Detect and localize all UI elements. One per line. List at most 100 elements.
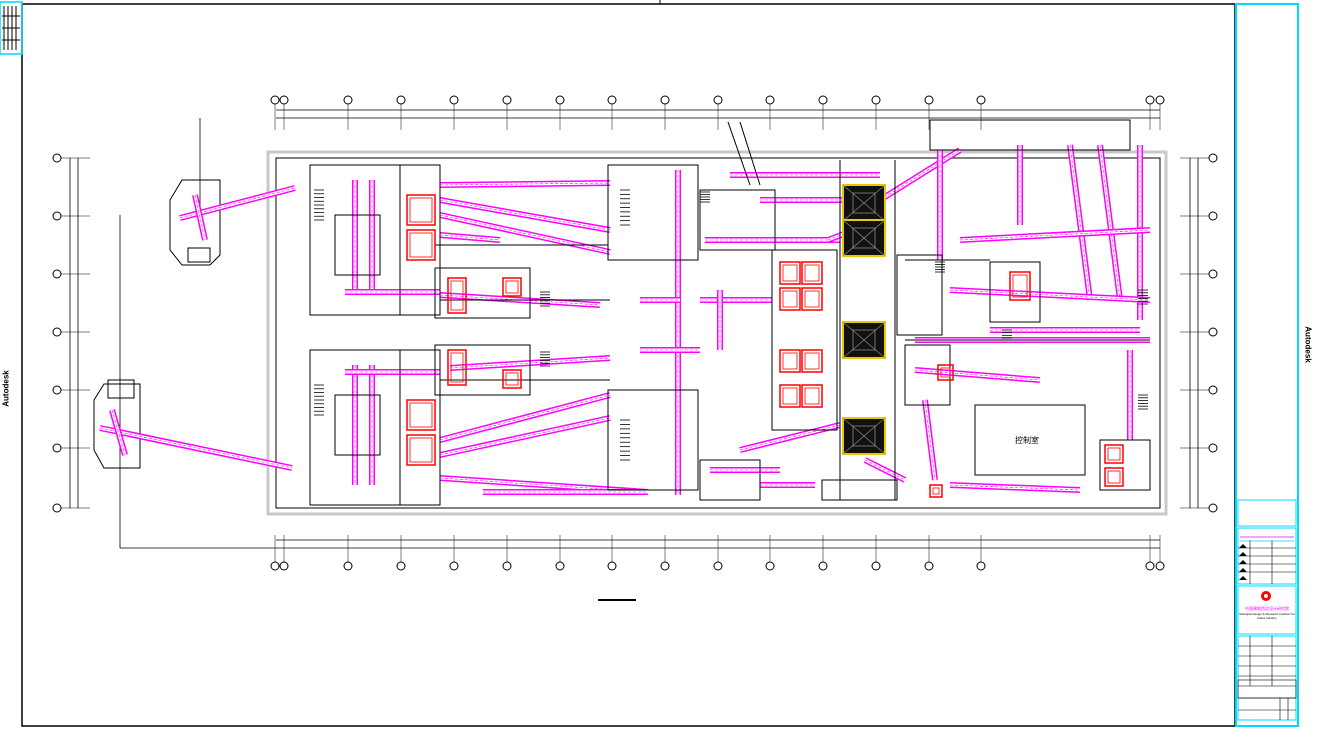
red-equipment (406, 194, 1124, 498)
duct-segment (439, 197, 611, 233)
red-equipment-unit (502, 277, 522, 297)
stair-flight (1138, 289, 1148, 305)
red-equipment-unit (1104, 467, 1124, 487)
axis-bubble-right (1208, 327, 1218, 337)
company-name-cn: 中国建筑西北设计研究院 (1245, 606, 1289, 611)
duct-segment (109, 409, 128, 456)
axis-bubble-top (924, 95, 934, 105)
axis-bubble-top (343, 95, 353, 105)
duct-segment (439, 212, 611, 255)
axis-bubble-left (52, 269, 62, 279)
duct-segment (949, 482, 1081, 493)
sheet-index-icon (0, 1, 23, 55)
duct-segment (914, 367, 1041, 383)
axis-bubble-left (52, 153, 62, 163)
axis-bubble-left (52, 327, 62, 337)
duct-segment (959, 227, 1151, 243)
axis-bubble-top (1155, 95, 1165, 105)
axis-bubble-bottom (396, 561, 406, 571)
axis-bubble-right (1208, 385, 1218, 395)
control-room-label: 控制室 (1015, 435, 1039, 445)
duct-network (99, 144, 1151, 495)
stair-flight (620, 189, 630, 226)
axis-bubble-top (396, 95, 406, 105)
stair-tower-lower (93, 379, 141, 469)
duct-segment (439, 180, 611, 188)
axis-bubble-top (713, 95, 723, 105)
stair-flight (700, 191, 710, 203)
grid-axis-lines (61, 104, 1209, 562)
axis-bubble-top (607, 95, 617, 105)
axis-bubble-bottom (607, 561, 617, 571)
building-wall (275, 157, 1161, 509)
axis-bubble-top (279, 95, 289, 105)
axis-bubble-bottom (270, 561, 280, 571)
red-equipment-unit (1009, 271, 1031, 301)
building-outline (266, 150, 1168, 516)
red-equipment-unit (801, 384, 823, 408)
axis-bubble-right (1208, 443, 1218, 453)
cooling-tower (842, 417, 886, 455)
red-equipment-unit (779, 384, 801, 408)
duct-segment (439, 415, 611, 458)
sheet-border (21, 3, 1236, 727)
stair-flight (314, 189, 324, 221)
red-equipment-unit (502, 369, 522, 389)
red-equipment-unit (779, 349, 801, 373)
axis-bubble-bottom (555, 561, 565, 571)
room-linework (309, 119, 1151, 506)
stair-flight (935, 261, 945, 273)
axis-bubble-top (555, 95, 565, 105)
axis-bubble-right (1208, 153, 1218, 163)
red-equipment-unit (406, 229, 436, 261)
duct-segment (1067, 144, 1093, 301)
axis-bubble-bottom (976, 561, 986, 571)
stair-flight (314, 384, 324, 416)
cooling-tower (842, 219, 886, 257)
axis-bubble-bottom (279, 561, 289, 571)
duct-segment (439, 392, 611, 443)
watermark-right: Autodesk (1303, 326, 1313, 363)
company-name-en: Shanghai Design & Research Institute For… (1238, 612, 1296, 620)
axis-bubble-bottom (871, 561, 881, 571)
axis-bubble-right (1208, 211, 1218, 221)
stair-tower-upper (169, 179, 221, 266)
stair-flight (540, 351, 550, 367)
red-equipment-unit (406, 434, 436, 466)
title-block (1235, 3, 1299, 727)
red-equipment-unit (929, 484, 943, 498)
legend-box (1237, 679, 1297, 699)
dimension-lines (69, 109, 1199, 549)
duct-segment (878, 147, 962, 203)
axis-bubble-top (660, 95, 670, 105)
axis-bubble-left (52, 211, 62, 221)
stair-flight (540, 291, 550, 307)
duct-segment (949, 287, 1151, 303)
red-equipment-unit (779, 261, 801, 285)
duct-segment (739, 422, 841, 453)
red-equipment-unit (801, 349, 823, 373)
axis-bubble-top (976, 95, 986, 105)
cooling-tower (842, 321, 886, 359)
axis-bubble-left (52, 443, 62, 453)
duct-segment (922, 399, 938, 481)
axis-bubble-left (52, 385, 62, 395)
axis-bubble-bottom (1155, 561, 1165, 571)
duct-segment (99, 425, 293, 471)
duct-segment (192, 194, 208, 241)
stair-flight (1002, 329, 1012, 339)
watermark-left: Autodesk (1, 370, 11, 407)
axis-bubble-bottom (343, 561, 353, 571)
cooling-tower-units (842, 184, 886, 455)
axis-bubble-bottom (1145, 561, 1155, 571)
axis-bubble-top (502, 95, 512, 105)
axis-bubble-right (1208, 269, 1218, 279)
axis-bubble-top (871, 95, 881, 105)
stair-flight (620, 419, 630, 461)
red-equipment-unit (1104, 444, 1124, 464)
duct-segment (1097, 144, 1123, 301)
red-equipment-unit (447, 349, 467, 386)
red-equipment-unit (779, 287, 801, 311)
axis-bubble-bottom (713, 561, 723, 571)
